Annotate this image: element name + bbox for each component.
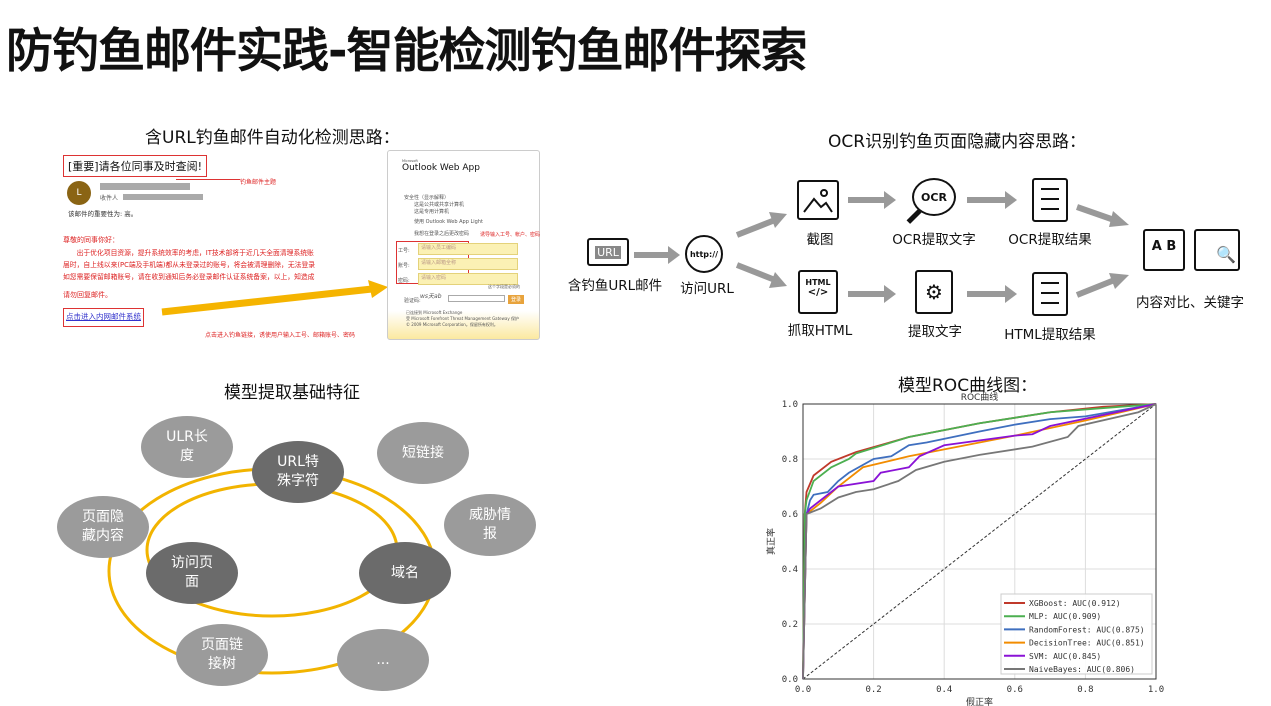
owa-fields: 工号:请输入员工编码 账号:请输入邮箱全称 密码:请输入密码 bbox=[398, 240, 518, 285]
owa-option-change-password[interactable]: 我想在登录之后更改密码 bbox=[414, 231, 470, 237]
roc-curve bbox=[802, 403, 1157, 680]
email-body: 出于优化项目资源，提升系统效率的考虑，IT技术部将于近几天全面清理系统账届时，自… bbox=[63, 249, 316, 281]
diagonal-reference-line bbox=[802, 403, 1157, 680]
globe-icon: http:// bbox=[685, 235, 723, 273]
feature-bubble: 域名 bbox=[359, 542, 451, 604]
x-tick-label: 0.8 bbox=[1077, 685, 1093, 695]
owa-required: 这个字段是必须的 bbox=[488, 284, 520, 289]
legend-label: SVM: AUC(0.845) bbox=[1029, 652, 1101, 661]
phishing-email-screenshot: [重要]请各位同事及时查阅! 钓鱼邮件主题 L 收件人 该邮件的重要性为: 高。… bbox=[60, 150, 390, 345]
screenshot-icon bbox=[797, 180, 839, 220]
legend-label: MLP: AUC(0.909) bbox=[1029, 612, 1101, 621]
roc-curve bbox=[802, 403, 1157, 680]
y-axis-label: 真正率 bbox=[765, 528, 777, 555]
feature-bubble: 页面隐 藏内容 bbox=[57, 496, 149, 558]
label-compare: 内容对比、关键字 bbox=[1136, 295, 1244, 311]
feature-bubble: 页面链 接树 bbox=[176, 624, 268, 686]
x-tick-label: 0.0 bbox=[795, 685, 811, 695]
keyword-search-icon: 🔍 bbox=[1194, 229, 1240, 271]
y-tick-label: 0.6 bbox=[782, 510, 798, 520]
feature-bubble: ULR长 度 bbox=[141, 416, 233, 478]
owa-brand-small: Microsoft bbox=[402, 159, 418, 163]
label-ocr-result: OCR提取结果 bbox=[1008, 232, 1092, 248]
recipient-label: 收件人 bbox=[100, 195, 119, 202]
chart-title: ROC曲线 bbox=[961, 391, 999, 403]
x-axis-label: 假正率 bbox=[966, 696, 993, 706]
owa-option-light[interactable]: 使用 Outlook Web App Light bbox=[414, 219, 483, 225]
link-annotation: 点击进入钓鱼链接，诱使用户输入工号、邮箱账号、密码 bbox=[205, 332, 356, 339]
page-title: 防钓鱼邮件实践-智能检测钓鱼邮件探索 bbox=[6, 24, 808, 79]
feature-bubble: 威胁情 报 bbox=[444, 494, 536, 556]
captcha-input[interactable] bbox=[448, 295, 505, 302]
roc-curve bbox=[802, 403, 1157, 680]
section-title-roc: 模型ROC曲线图： bbox=[898, 376, 1038, 396]
email-subject: [重要]请各位同事及时查阅! bbox=[63, 155, 207, 177]
merge-arrows-icon bbox=[1075, 204, 1129, 298]
label-screenshot: 截图 bbox=[806, 232, 834, 248]
label-extract-text: 提取文字 bbox=[908, 324, 962, 340]
legend-label: DecisionTree: AUC(0.851) bbox=[1029, 639, 1145, 648]
owa-login-page: Microsoft Outlook Web App 安全性（显示解释） 这是公共… bbox=[387, 150, 540, 340]
email-greeting: 尊敬的同事你好： bbox=[63, 236, 119, 244]
legend-label: XGBoost: AUC(0.912) bbox=[1029, 599, 1121, 608]
feature-bubble: ... bbox=[337, 629, 429, 691]
x-tick-label: 1.0 bbox=[1148, 685, 1164, 695]
owa-annotation: 诱导输入工号、帐户、密码 bbox=[480, 232, 541, 238]
owa-option-public[interactable]: 这是公共或共享计算机 bbox=[414, 202, 465, 208]
section-title-features: 模型提取基础特征 bbox=[224, 383, 360, 403]
roc-curve bbox=[802, 403, 1157, 680]
subject-annotation: 钓鱼邮件主题 bbox=[240, 179, 277, 186]
feature-bubble: 访问页 面 bbox=[146, 542, 238, 604]
ocr-result-document-icon bbox=[1032, 178, 1068, 222]
account-input[interactable]: 请输入邮箱全称 bbox=[418, 258, 518, 270]
email-icon: URL bbox=[587, 238, 629, 266]
no-reply-text: 请勿回复邮件。 bbox=[63, 291, 112, 299]
y-tick-label: 1.0 bbox=[782, 400, 798, 410]
employee-id-input[interactable]: 请输入员工编码 bbox=[418, 243, 518, 255]
roc-curve bbox=[802, 403, 1157, 680]
label-html-result: HTML提取结果 bbox=[1004, 327, 1096, 343]
label-ocr-extract: OCR提取文字 bbox=[892, 232, 976, 248]
section-title-url-detect: 含URL钓鱼邮件自动化检测思路： bbox=[145, 128, 400, 148]
x-tick-label: 0.6 bbox=[1007, 685, 1023, 695]
password-input[interactable]: 请输入密码 bbox=[418, 273, 518, 285]
avatar: L bbox=[67, 181, 91, 205]
x-tick-label: 0.2 bbox=[865, 685, 881, 695]
login-button[interactable]: 登录 bbox=[508, 295, 525, 304]
y-tick-label: 0.8 bbox=[782, 455, 798, 465]
label-fetch-html: 抓取HTML bbox=[787, 323, 853, 339]
legend-box bbox=[1000, 593, 1153, 675]
label-phishing-email: 含钓鱼URL邮件 bbox=[567, 278, 663, 294]
section-title-ocr: OCR识别钓鱼页面隐藏内容思路： bbox=[828, 132, 1087, 152]
compare-book-icon: A B bbox=[1143, 229, 1185, 271]
owa-option-private[interactable]: 这是专用计算机 bbox=[414, 209, 450, 215]
html-result-document-icon bbox=[1032, 272, 1068, 316]
phishing-link[interactable]: 点击进入内网邮件系统 bbox=[66, 312, 141, 321]
importance-notice: 该邮件的重要性为: 高。 bbox=[68, 210, 138, 218]
x-tick-label: 0.4 bbox=[936, 685, 952, 695]
roc-chart: 0.00.0 0.2 0.2 0.4 0.4 0.6 0.6 0.8 0.8 1.0 1.0 ROC曲… bbox=[765, 391, 1164, 706]
captcha-label: 验证码: bbox=[404, 298, 421, 304]
y-tick-label: 0.2 bbox=[782, 620, 798, 630]
y-tick-label: 0.4 bbox=[782, 565, 798, 575]
captcha-image: ws夭ab bbox=[420, 293, 442, 300]
owa-brand: Outlook Web App bbox=[402, 163, 480, 173]
yellow-arrow-icon bbox=[161, 280, 388, 316]
label-visit-url: 访问URL bbox=[680, 281, 734, 297]
plot-frame bbox=[802, 403, 1157, 680]
legend-label: RandomForest: AUC(0.875) bbox=[1029, 625, 1145, 634]
ocr-icon: OCR bbox=[906, 178, 958, 226]
extract-text-gear-icon: ⚙ bbox=[915, 270, 953, 314]
y-tick-label: 0.0 bbox=[782, 675, 798, 685]
html-file-icon: HTML</> bbox=[798, 270, 838, 314]
feature-bubble: URL特 殊字符 bbox=[252, 441, 344, 503]
legend-label: NaiveBayes: AUC(0.806) bbox=[1029, 665, 1135, 674]
owa-security: 安全性（显示解释） bbox=[404, 195, 450, 201]
feature-bubble: 短链接 bbox=[377, 422, 469, 484]
split-arrows-icon bbox=[735, 212, 787, 288]
